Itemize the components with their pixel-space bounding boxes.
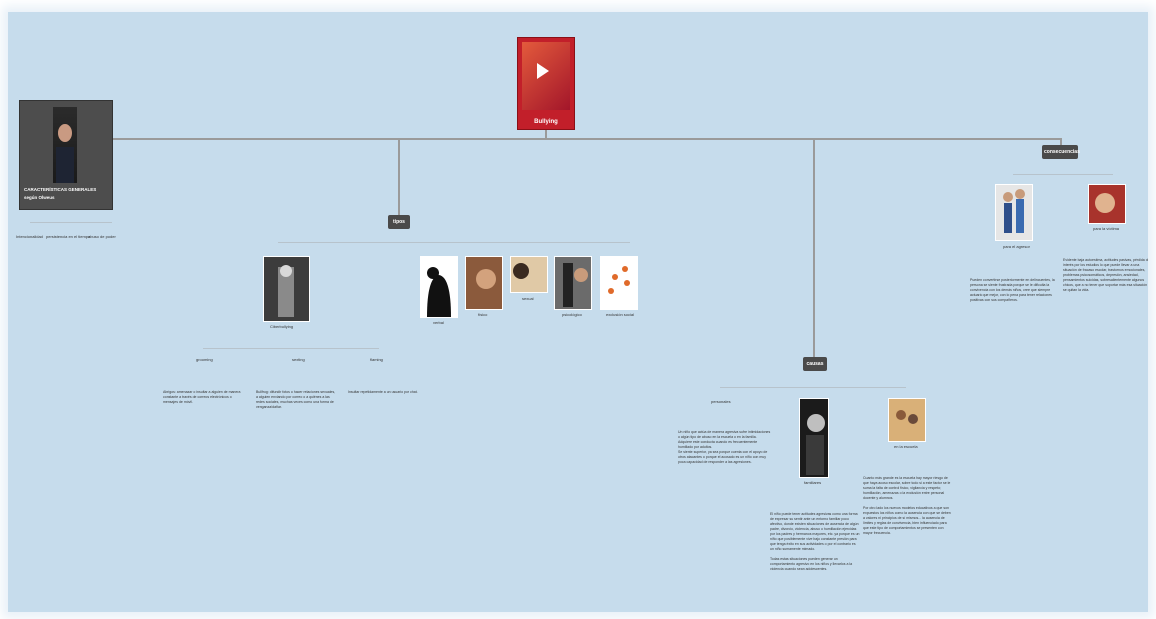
label-escuela: en la escuela [894, 444, 918, 449]
author-title: CARACTERÍSTICAS GENERALES [24, 187, 97, 192]
photo-familiares [799, 398, 829, 478]
label-familiares: familiares [804, 480, 822, 485]
author-child-2: abuso de poder [88, 234, 116, 239]
label-sexual: sexual [522, 296, 534, 301]
tipos-stem [398, 139, 400, 215]
photo-psicologico [554, 256, 592, 310]
photo-verbal [420, 256, 458, 318]
label-victima: para la víctima [1093, 226, 1120, 231]
root-node-bullying[interactable]: Bullying [517, 37, 575, 130]
label-verbal: verbal [433, 320, 444, 325]
root-stem [545, 128, 547, 139]
play-icon[interactable] [537, 63, 549, 79]
text-familiares: El niño puede tener actitudes agresivas … [770, 512, 860, 571]
photo-sexual [510, 256, 548, 293]
label-sexting: sexting [292, 357, 305, 362]
label-exclusion-social: exclusión social [606, 312, 635, 317]
text-agresor: Pueden convertirse posteriormente en del… [970, 278, 1055, 302]
node-tipos[interactable]: tipos [388, 215, 410, 229]
author-child-1: persistencia en el tiempo [46, 234, 91, 239]
cyber-children-connector [203, 348, 379, 349]
node-causas[interactable]: causas [803, 357, 827, 371]
consecuencias-children-connector [1013, 174, 1113, 175]
author-children-connector [30, 222, 112, 223]
tipos-children-connector [278, 242, 630, 243]
label-fisico: físico [478, 312, 488, 317]
author-child-0: Intencionalidad [16, 234, 43, 239]
author-node[interactable]: CARACTERÍSTICAS GENERALES según Olweus [19, 100, 113, 210]
photo-escuela [888, 398, 926, 442]
causas-stem [813, 139, 815, 357]
text-sexting: Bullfrog: difundir fotos o hacer relacio… [256, 390, 336, 409]
photo-fisico [465, 256, 503, 310]
text-victima: Evidente baja autoestima, actitudes pasi… [1063, 258, 1148, 292]
photo-exclusion-social [600, 256, 638, 310]
author-subtitle: según Olweus [24, 195, 55, 200]
photo-victima [1088, 184, 1126, 224]
label-personales: personales [711, 399, 731, 404]
node-consecuencias[interactable]: consecuencias [1042, 145, 1080, 159]
text-grooming: Abrigos: amenazar o insultar a alguien d… [163, 390, 241, 404]
photo-ciberbullying [263, 256, 310, 322]
text-flaming: Insultar repetidamente a un usuario por … [348, 390, 418, 394]
causas-children-connector [720, 387, 906, 388]
label-grooming: grooming [196, 357, 213, 362]
text-escuela: Cuanto más grande es la escuela hay mayo… [863, 476, 951, 535]
main-connector [104, 138, 1062, 140]
mindmap-canvas[interactable]: Bullying CARACTERÍSTICAS GENERALES según… [8, 12, 1148, 612]
label-flaming: flaming [370, 357, 383, 362]
label-ciberbullying: Ciberbullying [270, 324, 294, 329]
photo-agresor [995, 184, 1033, 241]
consecuencias-stem [1060, 139, 1062, 145]
text-personales: Un niño que actúa de manera agresiva suf… [678, 430, 771, 464]
author-portrait [53, 107, 77, 183]
label-psicologico: psicológico [562, 312, 582, 317]
root-title: Bullying [534, 119, 558, 125]
label-agresor: para el agresor [1003, 244, 1030, 249]
